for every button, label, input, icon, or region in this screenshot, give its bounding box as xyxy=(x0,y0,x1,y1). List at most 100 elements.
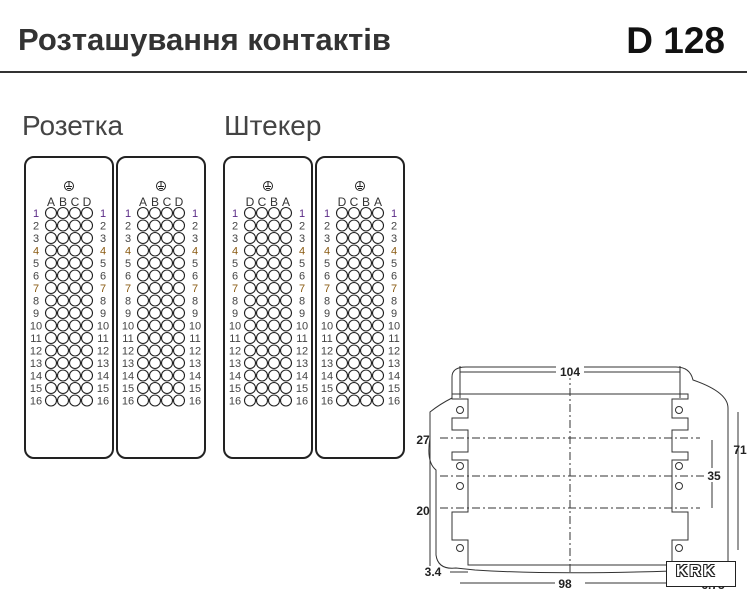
contact-pin xyxy=(136,306,150,320)
contact-pin xyxy=(335,269,349,282)
row-number-left: 9 xyxy=(125,308,131,320)
row-number-right: 7 xyxy=(100,283,106,295)
contact-pin xyxy=(44,331,58,345)
column-letter: D xyxy=(338,195,347,209)
contact-pin xyxy=(267,381,281,395)
brand-logo: KRK xyxy=(666,561,736,587)
contact-pin xyxy=(359,231,373,245)
contact-pin xyxy=(80,356,94,370)
row-number-left: 10 xyxy=(229,321,241,333)
row-number-right: 5 xyxy=(299,258,305,270)
contact-pin xyxy=(267,281,281,295)
row-number-left: 1 xyxy=(324,208,330,220)
contact-pin xyxy=(56,356,70,370)
row-number-right: 5 xyxy=(391,258,397,270)
contact-pin xyxy=(68,394,82,407)
contact-pin xyxy=(335,319,349,332)
contact-pin xyxy=(347,219,361,232)
contact-pin xyxy=(255,331,269,345)
contact-pin xyxy=(255,356,269,370)
contact-pin xyxy=(335,244,349,257)
row-number-left: 14 xyxy=(30,371,42,383)
row-number-left: 10 xyxy=(122,321,134,333)
row-number-right: 12 xyxy=(189,346,201,358)
row-number-left: 7 xyxy=(324,283,330,295)
contact-pin xyxy=(148,344,162,357)
row-number-left: 16 xyxy=(321,396,333,408)
contact-pin xyxy=(44,206,58,220)
contact-pin xyxy=(56,394,70,407)
contact-pin xyxy=(80,281,94,295)
contact-pin xyxy=(56,369,70,382)
contact-pin xyxy=(267,231,281,245)
contact-pin xyxy=(347,356,361,370)
title-divider xyxy=(0,71,747,73)
contact-pin xyxy=(279,281,293,295)
row-number-left: 12 xyxy=(229,346,241,358)
contact-pin xyxy=(243,381,257,395)
contact-pin xyxy=(44,281,58,295)
dim-label-bg xyxy=(556,364,584,378)
contact-pin xyxy=(243,294,257,307)
contact-pin xyxy=(172,219,186,232)
contact-pin xyxy=(80,219,94,232)
contact-pin xyxy=(243,269,257,282)
contact-pin xyxy=(267,219,281,232)
contact-pin xyxy=(335,281,349,295)
contact-pin xyxy=(335,356,349,370)
contact-pin xyxy=(371,319,385,332)
contact-pin xyxy=(44,294,58,307)
row-number-right: 11 xyxy=(97,333,108,345)
row-number-right: 2 xyxy=(299,221,305,233)
row-number-left: 1 xyxy=(232,208,238,220)
row-number-left: 3 xyxy=(33,233,39,245)
contact-pin xyxy=(68,331,82,345)
contact-pin xyxy=(359,269,373,282)
contact-pin xyxy=(160,231,174,245)
contact-pin xyxy=(56,306,70,320)
row-number-right: 16 xyxy=(97,396,109,408)
row-number-right: 12 xyxy=(97,346,109,358)
brand-logo-text: KRK xyxy=(676,563,717,580)
dim-right-35: 35 xyxy=(707,469,721,483)
contact-pin xyxy=(243,356,257,370)
socket-block-left-outline xyxy=(24,156,114,459)
contact-pin xyxy=(68,269,82,282)
contact-pin xyxy=(347,381,361,395)
row-number-right: 12 xyxy=(388,346,400,358)
contact-pin xyxy=(136,219,150,232)
contact-pin xyxy=(359,256,373,270)
dim-label-bg xyxy=(704,468,724,482)
row-number-right: 8 xyxy=(299,296,305,308)
column-letter: D xyxy=(246,195,255,209)
row-number-left: 2 xyxy=(324,221,330,233)
outer-outline xyxy=(428,366,729,576)
dim-bottom-98: 98 xyxy=(558,577,572,591)
row-number-right: 10 xyxy=(189,321,201,333)
row-number-left: 10 xyxy=(321,321,333,333)
ground-icon xyxy=(355,181,365,191)
row-number-right: 3 xyxy=(192,233,198,245)
contact-pin xyxy=(68,369,82,382)
row-number-left: 12 xyxy=(122,346,134,358)
contact-pin xyxy=(255,219,269,232)
contact-pin xyxy=(267,294,281,307)
contact-pin xyxy=(44,319,58,332)
contact-pin xyxy=(68,281,82,295)
plug-block-right-outline xyxy=(315,156,405,459)
contact-pin xyxy=(160,381,174,395)
row-number-left: 1 xyxy=(33,208,39,220)
contact-pin xyxy=(371,206,385,220)
contact-pin xyxy=(136,231,150,245)
contact-pin xyxy=(243,231,257,245)
contact-pin xyxy=(136,319,150,332)
contact-pin xyxy=(243,306,257,320)
row-number-right: 4 xyxy=(391,246,397,258)
contact-pin xyxy=(80,269,94,282)
contact-pin xyxy=(267,206,281,220)
row-number-right: 3 xyxy=(100,233,106,245)
row-number-left: 7 xyxy=(125,283,131,295)
contact-pin xyxy=(279,319,293,332)
